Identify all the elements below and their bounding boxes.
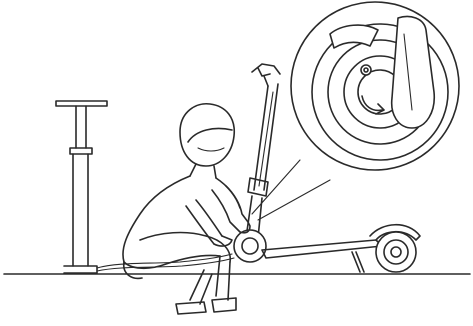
tire-valve-magnifier-icon [291, 2, 459, 170]
person-icon [123, 104, 250, 314]
